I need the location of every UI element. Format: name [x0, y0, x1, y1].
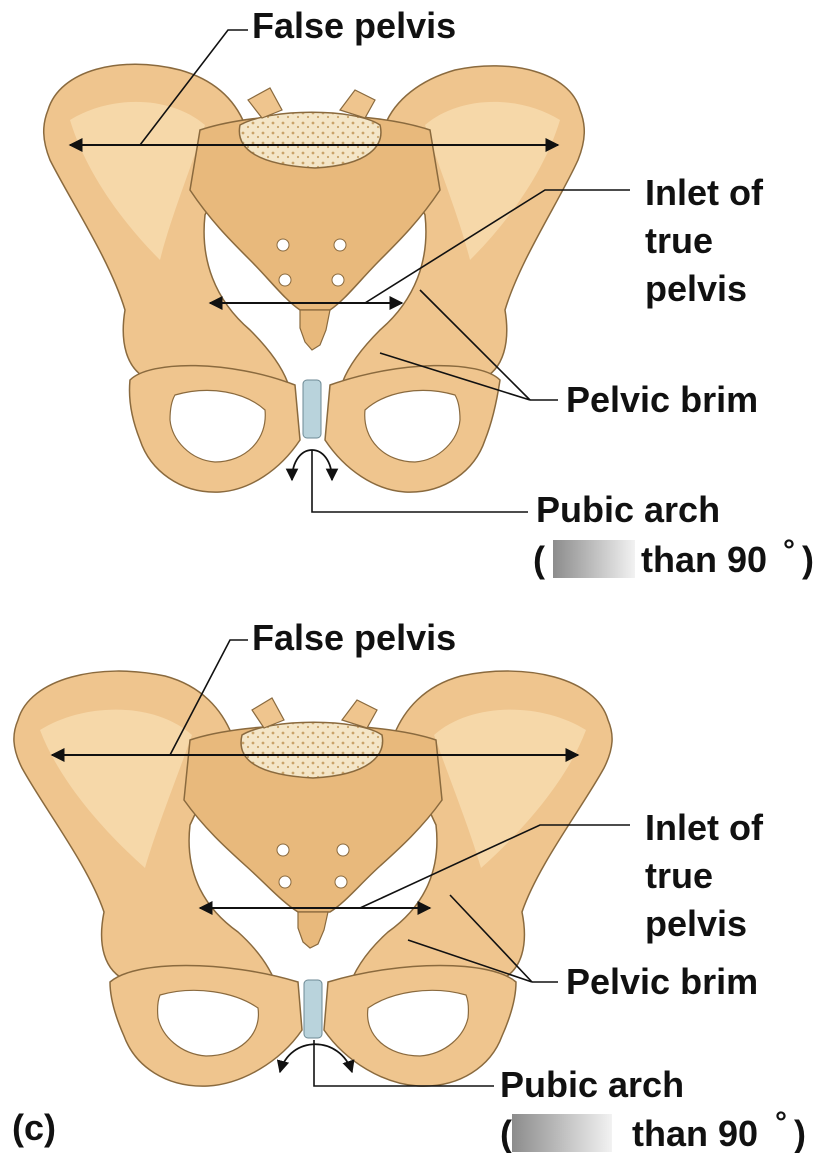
pubic-arch-label: Pubic arch — [500, 1064, 684, 1105]
angle-close-paren: ) — [802, 539, 814, 580]
angle-degree: ° — [775, 1106, 787, 1139]
pelvic-brim-label: Pelvic brim — [566, 961, 758, 1002]
pubic-arch-label: Pubic arch — [536, 489, 720, 530]
panel-label: (c) — [12, 1107, 56, 1148]
coccyx — [300, 310, 330, 350]
redacted-answer-box — [553, 540, 635, 578]
pelvis-illustration-bottom — [14, 671, 612, 1086]
pubic-symphysis — [304, 980, 322, 1038]
angle-text: than 90 — [632, 1113, 758, 1153]
inlet-label-line3: pelvis — [645, 268, 747, 309]
redacted-answer-box — [512, 1114, 612, 1152]
false-pelvis-label: False pelvis — [252, 617, 456, 658]
inlet-label-line2: true — [645, 220, 713, 261]
inlet-label-line1: Inlet of — [645, 807, 764, 848]
angle-open-paren: ( — [500, 1113, 512, 1153]
pelvis-illustration-top — [44, 64, 585, 492]
angle-degree: ° — [783, 534, 795, 567]
angle-text: than 90 — [641, 539, 767, 580]
pelvic-brim-label: Pelvic brim — [566, 379, 758, 420]
inlet-label-line1: Inlet of — [645, 172, 764, 213]
inlet-label-line2: true — [645, 855, 713, 896]
angle-open-paren: ( — [533, 539, 545, 580]
coccyx — [298, 912, 328, 948]
pubic-symphysis — [303, 380, 321, 438]
inlet-label-line3: pelvis — [645, 903, 747, 944]
angle-close-paren: ) — [794, 1113, 806, 1153]
false-pelvis-label: False pelvis — [252, 5, 456, 46]
